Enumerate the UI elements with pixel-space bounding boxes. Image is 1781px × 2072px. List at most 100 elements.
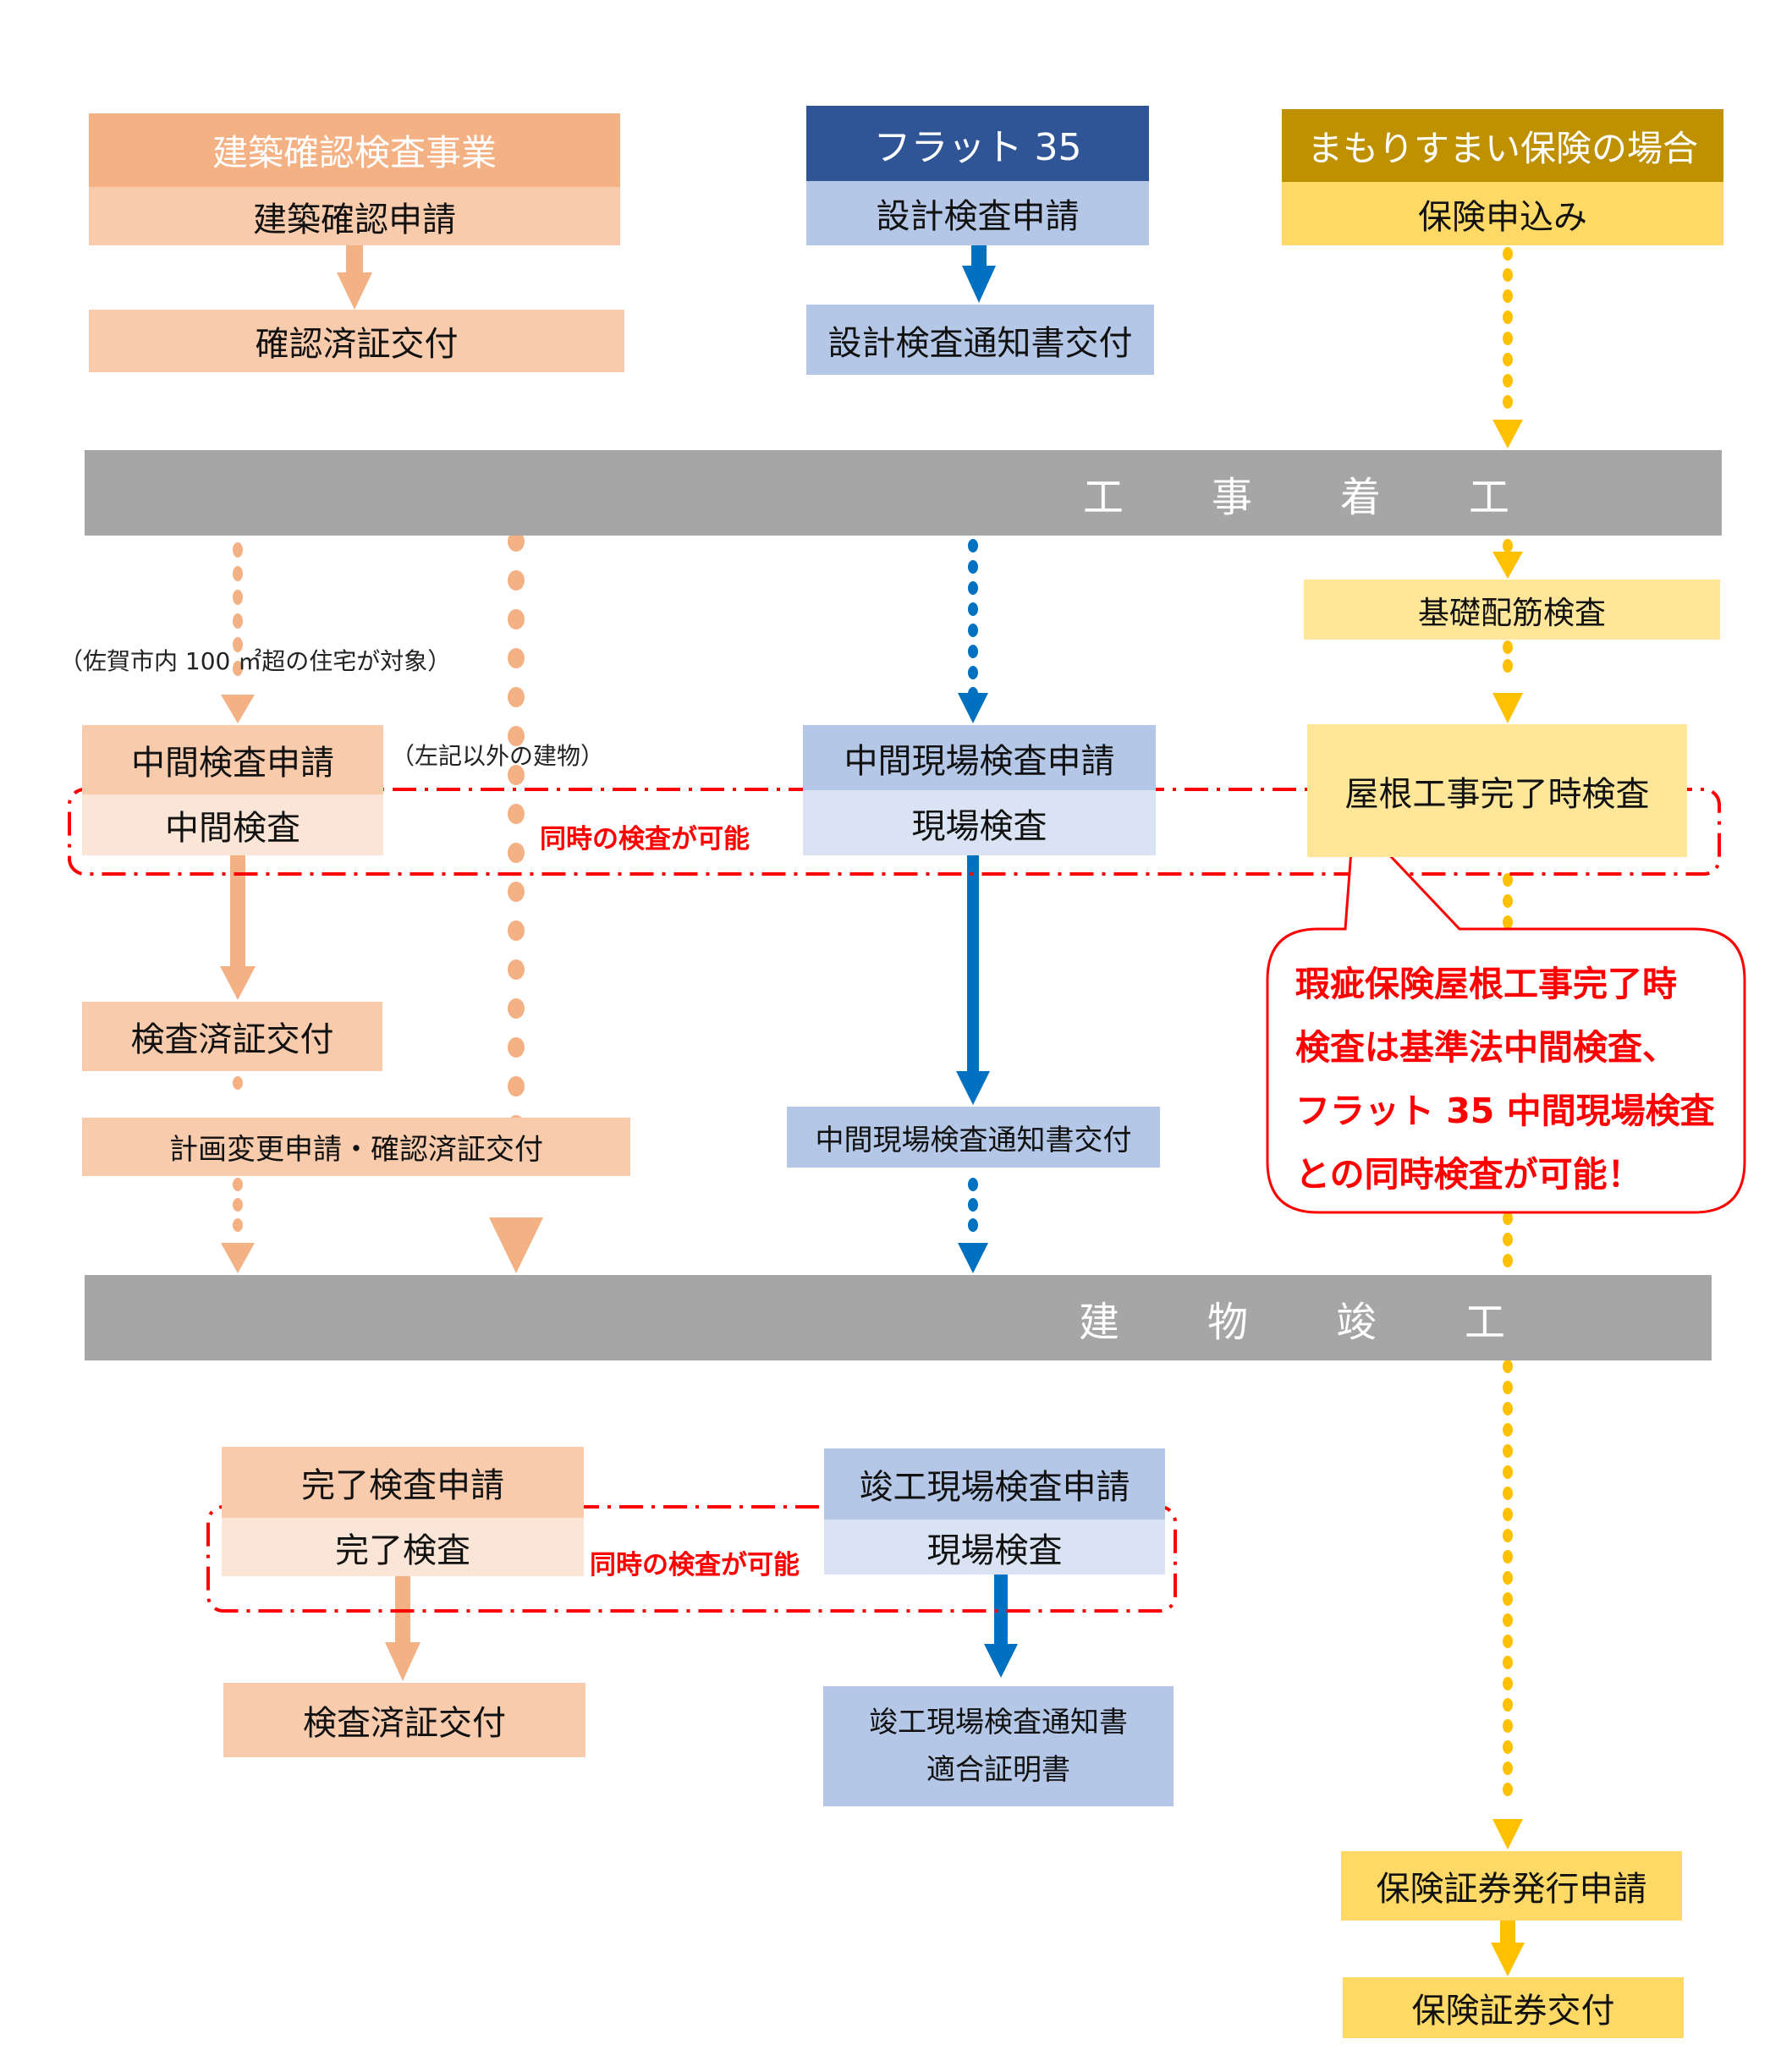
kakunin-application-box: 建築確認申請 [89, 187, 620, 245]
flat35-final-notice-box: 竣工現場検査通知書 適合証明書 [823, 1686, 1174, 1806]
flat35-interim-notice-box: 中間現場検査通知書交付 [787, 1107, 1160, 1168]
plan-change-box: 計画変更申請・確認済証交付 [82, 1118, 630, 1176]
arrow-interim-cert-shaft [230, 855, 245, 966]
mamori-to-policy-dot-8 [1503, 1381, 1513, 1394]
flat35-header: フラット 35 [806, 106, 1149, 181]
kakunin-certificate-box: 確認済証交付 [89, 310, 624, 372]
mamori-to-policy-dot-9 [1503, 1402, 1513, 1415]
mamori-to-policy-dot-23 [1503, 1698, 1513, 1712]
kakunin-to-interim-head [221, 695, 255, 723]
completion-char-1: 建 [1079, 1298, 1120, 1346]
flat35-interim-application-box: 中間現場検査申請 [803, 725, 1156, 790]
roof-to-callout-dot-1 [1503, 894, 1513, 908]
other-buildings-dot-12 [508, 998, 525, 1019]
policy-application-box: 保険証券発行申請 [1341, 1851, 1682, 1921]
other-buildings-dot-11 [508, 959, 525, 980]
foundation-to-roof-head [1492, 693, 1523, 723]
flat35-notice-to-completion-dot-2 [968, 1218, 978, 1232]
flat35-application-box: 設計検査申請 [806, 181, 1149, 245]
callout-line-3: フラット 35 中間現場検査 [1295, 1091, 1715, 1131]
mamori-application-box: 保険申込み [1282, 182, 1723, 245]
other-buildings-dot-14 [508, 1076, 525, 1096]
mamori-to-start-dot-2 [1503, 289, 1513, 303]
start-to-foundation-head [1492, 552, 1523, 579]
other-buildings-dot-7 [508, 804, 525, 824]
completion-application-box: 完了検査申請 [222, 1447, 584, 1518]
mamori-to-start-dot-7 [1503, 395, 1513, 409]
arrow-completion-cert-head [385, 1642, 421, 1681]
mamori-to-policy-dot-7 [1503, 1360, 1513, 1373]
kakunin-to-interim-dot-2 [233, 590, 243, 605]
flat35-final-application-box: 竣工現場検査申請 [824, 1448, 1165, 1520]
arrow-interim-cert-head [220, 966, 256, 1000]
other-buildings-dot-4 [508, 687, 525, 707]
mamori-to-policy-dot-24 [1503, 1719, 1513, 1733]
callout-line-1: 瑕疵保険屋根工事完了時 [1295, 964, 1677, 1004]
mamori-to-policy-head [1492, 1819, 1523, 1849]
roof-inspection-box: 屋根工事完了時検査 [1307, 724, 1687, 857]
mamori-to-policy-dot-13 [1503, 1487, 1513, 1500]
construction-start-bar: 工 事 着 工 [85, 450, 1722, 536]
arrow-flat35-notice-head [962, 266, 996, 303]
other-buildings-dot-9 [508, 882, 525, 902]
construction-start-char-1: 工 [1083, 473, 1124, 521]
simultaneous-label-final: 同時の検査が可能 [590, 1550, 800, 1580]
construction-start-char-3: 着 [1340, 473, 1382, 521]
mamori-to-policy-dot-14 [1503, 1508, 1513, 1521]
roof-to-callout-dot-0 [1503, 873, 1513, 887]
flat35-to-interim-dot-6 [968, 666, 978, 679]
arrow-policy-issue-head [1491, 1943, 1525, 1976]
plan-to-completion-dot-0 [233, 1178, 243, 1191]
interim-application-box: 中間検査申請 [82, 725, 383, 794]
mamori-to-start-dot-3 [1503, 311, 1513, 324]
mamori-to-policy-dot-1 [1503, 1233, 1513, 1246]
other-buildings-head [489, 1217, 543, 1273]
flat35-notice-to-completion-head [958, 1243, 988, 1273]
plan-to-completion-dot-1 [233, 1198, 243, 1212]
interim-certificate-box: 検査済証交付 [82, 1002, 382, 1071]
completion-inspection-box: 完了検査 [222, 1518, 584, 1576]
callout-line-4: との同時検査が可能！ [1295, 1154, 1642, 1195]
other-buildings-dot-2 [508, 609, 525, 629]
start-to-foundation-dot-0 [1503, 539, 1513, 552]
mamori-to-policy-dot-0 [1503, 1212, 1513, 1225]
roof-to-callout-dot-2 [1503, 915, 1513, 929]
kakunin-to-interim-dot-4 [233, 637, 243, 652]
mamori-header: まもりすまい保険の場合 [1282, 109, 1723, 182]
mamori-to-policy-dot-21 [1503, 1656, 1513, 1669]
callout-bubble [1266, 814, 1746, 1214]
arrow-flat35-interim-notice-shaft [967, 855, 979, 1071]
flat35-final-notice-line-2: 適合証明書 [926, 1753, 1070, 1787]
mamori-to-start-dot-6 [1503, 374, 1513, 387]
mamori-to-policy-dot-27 [1503, 1783, 1513, 1796]
mamori-to-policy-dot-22 [1503, 1677, 1513, 1690]
other-buildings-dot-0 [508, 531, 525, 552]
flat35-site-inspection-box: 現場検査 [803, 790, 1156, 855]
foundation-inspection-box: 基礎配筋検査 [1304, 580, 1720, 640]
flat35-notice-box: 設計検査通知書交付 [806, 305, 1154, 375]
flat35-to-interim-dot-1 [968, 560, 978, 574]
flat35-to-interim-dot-0 [968, 539, 978, 552]
kakunin-to-interim-dot-0 [233, 542, 243, 558]
kakunin-to-interim-dot-5 [233, 661, 243, 676]
callout-text: 瑕疵保険屋根工事完了時 検査は基準法中間検査、 フラット 35 中間現場検査 と… [1295, 953, 1715, 1206]
kakunin-to-interim-dot-3 [233, 613, 243, 629]
arrow-kakunin-cert-shaft [346, 245, 363, 272]
mamori-to-policy-dot-17 [1503, 1571, 1513, 1585]
other-buildings-dot-1 [508, 570, 525, 591]
completion-char-3: 竣 [1336, 1298, 1377, 1346]
interim-inspection-box: 中間検査 [82, 794, 383, 855]
mamori-to-start-dot-0 [1503, 247, 1513, 261]
building-completion-bar: 建 物 竣 工 [85, 1275, 1712, 1360]
mamori-to-start-head [1492, 420, 1523, 448]
flat35-notice-to-completion-dot-1 [968, 1198, 978, 1212]
other-buildings-dot-3 [508, 648, 525, 668]
cert-to-plan-dot-0 [233, 1076, 243, 1090]
note-other-buildings: （左記以外の建物） [391, 742, 605, 770]
plan-to-completion-head [221, 1243, 255, 1273]
mamori-to-policy-dot-20 [1503, 1635, 1513, 1648]
mamori-to-start-dot-4 [1503, 332, 1513, 345]
mamori-to-policy-dot-2 [1503, 1254, 1513, 1267]
flat35-to-interim-head [958, 693, 988, 723]
mamori-to-policy-dot-11 [1503, 1444, 1513, 1458]
